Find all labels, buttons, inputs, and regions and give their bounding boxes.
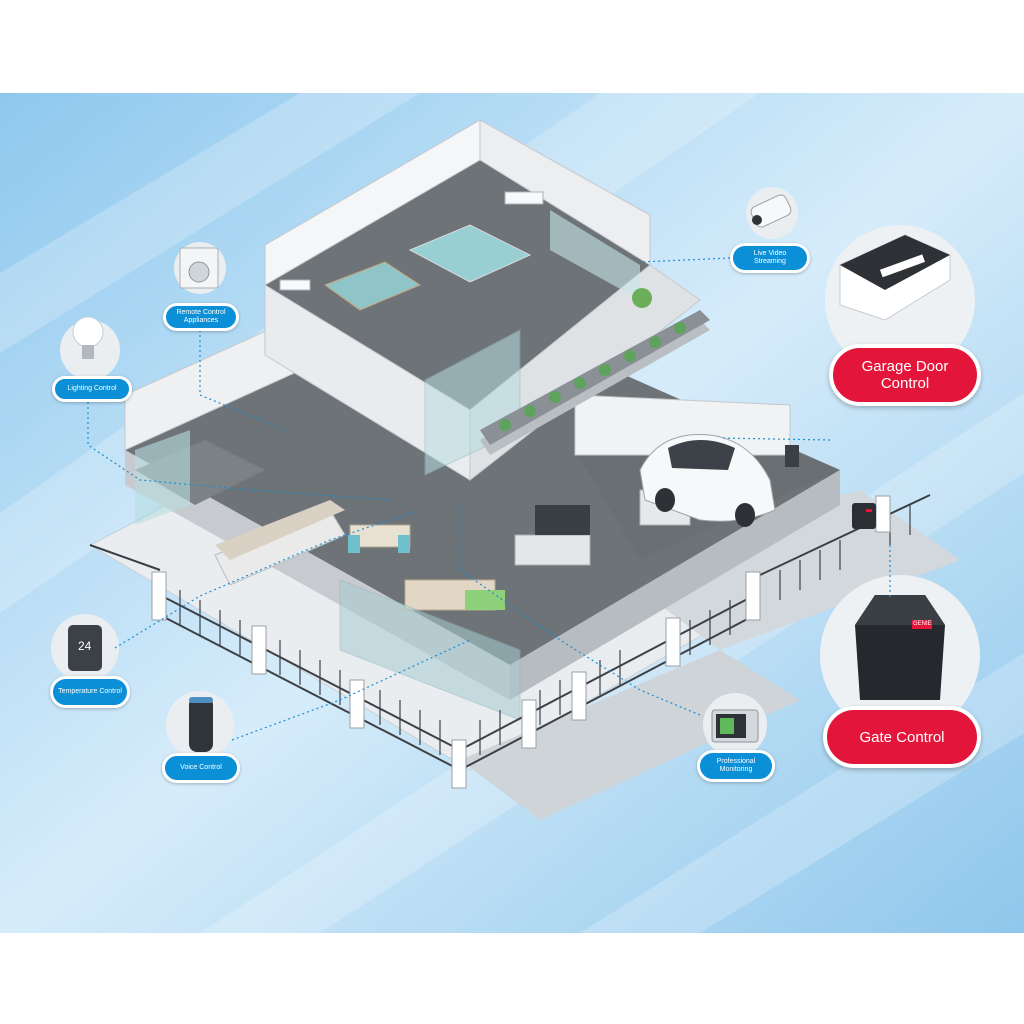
tv-screen (535, 505, 590, 535)
thermostat-icon (51, 614, 119, 682)
glass-wall-shower (135, 430, 190, 525)
temperature-control-label: Temperature Control (50, 676, 130, 708)
gate-control-label: Gate Control (823, 706, 981, 768)
glass-wall-front (339, 579, 521, 721)
road (460, 650, 800, 820)
smart-speaker-icon (166, 691, 234, 759)
ev-charger (785, 445, 799, 467)
tv-cabinet (514, 534, 591, 566)
thermostat-display: 24 (78, 639, 92, 653)
ground-floor-slab (125, 300, 840, 665)
air-conditioner (504, 191, 544, 205)
light-bulb-icon (60, 316, 120, 380)
fence-posts (151, 495, 891, 789)
lighting-control-label: Lighting Control (52, 376, 132, 402)
voice-control-label: Voice Control (162, 753, 240, 783)
garage-door-opener-icon (825, 225, 975, 375)
kitchen-counter-top (215, 500, 345, 560)
electric-car (639, 433, 776, 527)
back-fence (89, 494, 931, 576)
gate-opener-brand: GENIE (913, 621, 932, 627)
leader-lines (87, 257, 891, 741)
live-video-streaming-label: Live Video Streaming (730, 243, 810, 273)
ground-floor-side (510, 470, 840, 700)
garage-door-control-label: Garage Door Control (829, 344, 981, 406)
dining-chair (398, 535, 410, 553)
dining-chair (348, 535, 360, 553)
small-gate-device-icon (852, 503, 876, 529)
rooftop-planter (480, 320, 710, 455)
gate-opener-icon (820, 575, 980, 735)
rug (465, 590, 505, 610)
planter-greenery (499, 322, 686, 431)
remote-control-appliances-label: Remote Control Appliances (163, 303, 239, 331)
security-panel-icon (703, 693, 767, 757)
professional-monitoring-label: Professional Monitoring (697, 750, 775, 782)
security-camera-icon (746, 187, 798, 239)
fence-pickets (179, 505, 911, 755)
bunk-bed (323, 261, 422, 311)
double-bed (408, 224, 532, 283)
air-conditioner (279, 279, 311, 291)
front-fence (159, 594, 756, 771)
first-floor-right-wall (479, 119, 651, 266)
potted-tree (632, 288, 652, 308)
balcony-glass-right (550, 210, 640, 300)
washing-machine-icon (174, 242, 226, 294)
